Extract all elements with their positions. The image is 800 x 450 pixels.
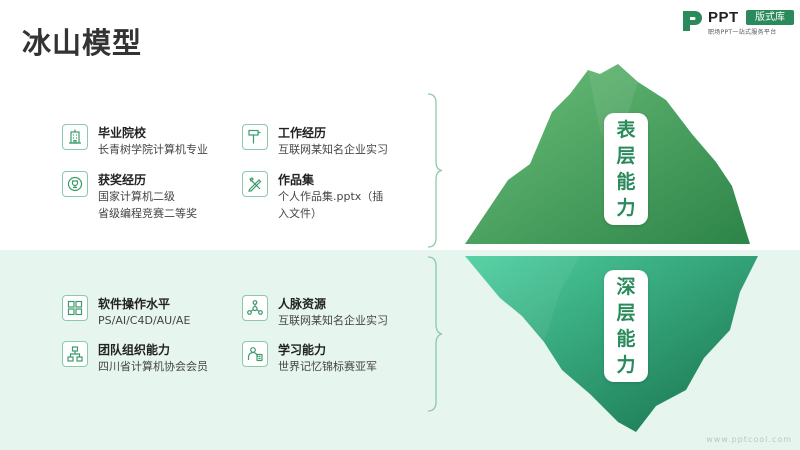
item-desc: 世界记忆锦标赛亚军: [278, 358, 418, 375]
brand-logo[interactable]: PPT 版式库 职场PPT一站式服务平台: [680, 8, 798, 36]
label-char: 能: [616, 328, 636, 350]
deep-item-network: 人脉资源 互联网某知名企业实习: [242, 295, 422, 341]
trophy-icon: [67, 176, 83, 192]
surface-item-portfolio: 作品集 个人作品集.pptx（插 入文件）: [242, 171, 422, 220]
icon-frame: [62, 171, 88, 197]
label-char: 层: [616, 302, 636, 324]
building-icon: [69, 129, 81, 144]
item-desc: PS/AI/C4D/AU/AE: [98, 312, 238, 329]
network-icon: [247, 300, 263, 315]
item-desc: 互联网某知名企业实习: [278, 141, 418, 158]
item-title: 工作经历: [278, 126, 327, 140]
deep-item-team: 团队组织能力 四川省计算机协会会员: [62, 341, 242, 387]
item-desc-line: 个人作品集.pptx（插: [278, 190, 384, 203]
item-title: 团队组织能力: [98, 343, 171, 357]
org-chart-icon: [67, 346, 83, 362]
surface-ability-label: 表 层 能 力: [604, 113, 648, 225]
item-title: 软件操作水平: [98, 297, 171, 311]
logo-ppt-text: PPT: [708, 9, 739, 26]
icon-frame: [62, 124, 88, 150]
hammer-icon: [248, 129, 261, 144]
logo-subtitle: 职场PPT一站式服务平台: [708, 29, 777, 36]
surface-item-work: 工作经历 互联网某知名企业实习: [242, 124, 422, 170]
logo-p-icon: [683, 11, 702, 31]
label-char: 深: [616, 276, 636, 298]
software-grid-icon: [67, 300, 83, 316]
item-desc: 四川省计算机协会会员: [98, 358, 238, 375]
design-tools-icon: [248, 177, 262, 192]
icon-frame: [242, 341, 268, 367]
learning-person-icon: [247, 347, 263, 362]
surface-brace: [424, 93, 444, 248]
item-desc-line: 四川省计算机协会会员: [98, 360, 208, 373]
page-title: 冰山模型: [22, 26, 143, 60]
label-char: 表: [616, 119, 636, 141]
item-desc-line: 互联网某知名企业实习: [278, 314, 388, 327]
item-desc: 国家计算机二级 省级编程竞赛二等奖: [98, 188, 238, 222]
item-desc: 长青树学院计算机专业: [98, 141, 238, 158]
item-desc-line: 国家计算机二级: [98, 190, 175, 203]
item-title: 学习能力: [278, 343, 327, 357]
label-char: 能: [616, 171, 636, 193]
item-title: 作品集: [278, 173, 315, 187]
item-desc-line: 长青树学院计算机专业: [98, 143, 208, 156]
icon-frame: [242, 124, 268, 150]
item-desc: 互联网某知名企业实习: [278, 312, 418, 329]
item-desc-line: 省级编程竞赛二等奖: [98, 207, 197, 220]
deep-ability-label: 深 层 能 力: [604, 270, 648, 382]
label-char: 层: [616, 145, 636, 167]
icon-frame: [62, 295, 88, 321]
icon-frame: [242, 295, 268, 321]
item-desc-line: PS/AI/C4D/AU/AE: [98, 314, 191, 327]
item-title: 获奖经历: [98, 173, 147, 187]
surface-item-awards: 获奖经历 国家计算机二级 省级编程竞赛二等奖: [62, 171, 242, 220]
item-desc: 个人作品集.pptx（插 入文件）: [278, 188, 418, 222]
icon-frame: [242, 171, 268, 197]
item-title: 人脉资源: [278, 297, 327, 311]
deep-item-software: 软件操作水平 PS/AI/C4D/AU/AE: [62, 295, 242, 341]
watermark: www.pptcool.com: [706, 435, 792, 444]
label-char: 力: [616, 197, 636, 219]
label-char: 力: [616, 354, 636, 376]
icon-frame: [62, 341, 88, 367]
deep-brace: [424, 256, 444, 412]
deep-item-learning: 学习能力 世界记忆锦标赛亚军: [242, 341, 422, 387]
item-desc-line: 世界记忆锦标赛亚军: [278, 360, 377, 373]
item-title: 毕业院校: [98, 126, 147, 140]
surface-item-school: 毕业院校 长青树学院计算机专业: [62, 124, 242, 170]
item-desc-line: 互联网某知名企业实习: [278, 143, 388, 156]
logo-badge: 版式库: [746, 10, 794, 25]
item-desc-line: 入文件）: [278, 207, 322, 220]
